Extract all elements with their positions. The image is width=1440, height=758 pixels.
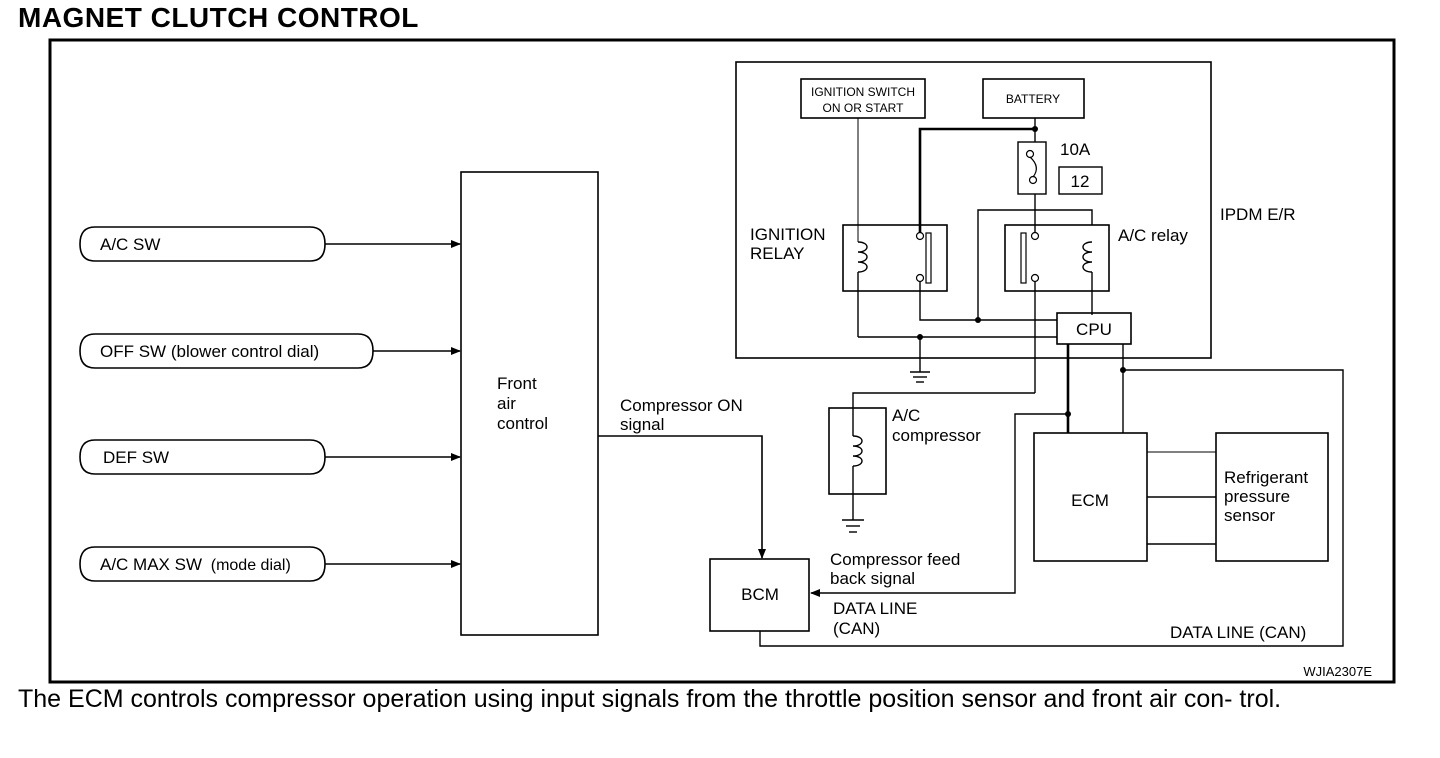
page-title: MAGNET CLUTCH CONTROL [18, 2, 419, 33]
compressor-ground-icon [842, 519, 864, 533]
refrigerant-sensor-line-3: sensor [1224, 506, 1275, 525]
diagram-frame [48, 38, 1396, 684]
ac-relay-box [1004, 224, 1110, 292]
fuse-number-box [1058, 166, 1103, 195]
ipdm-box [735, 61, 1212, 359]
battery-to-ignition-relay-wire [918, 127, 1035, 232]
ac-compressor-line-1: A/C [892, 406, 920, 425]
figure-code: WJIA2307E [1303, 664, 1372, 679]
ipdm-ground-icon [910, 371, 930, 383]
input-ac-sw: A/C SW [79, 226, 326, 262]
ac-relay-coil-icon [1082, 241, 1093, 273]
cpu-label: CPU [1076, 320, 1112, 339]
ignition-switch-box [800, 78, 926, 119]
cpu-box [1056, 312, 1132, 345]
compressor-on-signal-line-2: signal [620, 415, 664, 434]
ignition-switch-line-1: IGNITION SWITCH [811, 85, 915, 99]
ac-max-sw-note: (mode dial) [211, 557, 291, 574]
refrigerant-sensor-line-2: pressure [1224, 487, 1290, 506]
bcm-data-line-1: DATA LINE [833, 599, 917, 618]
fuse-10a [1017, 141, 1047, 195]
front-air-control-line-2: air [497, 394, 516, 413]
ac-compressor-coil-icon [852, 435, 863, 467]
def-sw-label: DEF SW [103, 448, 169, 467]
ac-relay-label: A/C relay [1118, 226, 1188, 245]
input-def-sw: DEF SW [79, 439, 326, 475]
compressor-feedback-line-2: back signal [830, 569, 915, 588]
input-ac-max-sw: A/C MAX SW (mode dial) [79, 546, 326, 582]
front-air-control-box [460, 171, 599, 636]
ignition-relay-line-1: IGNITION [750, 225, 826, 244]
ignition-switch-line-2: ON OR START [823, 101, 905, 115]
ecm-label: ECM [1071, 491, 1109, 510]
ignition-relay-coil-icon [857, 241, 868, 273]
compressor-feedback-line-1: Compressor feed [830, 550, 960, 569]
front-air-control-line-1: Front [497, 374, 537, 393]
fuse-rating: 10A [1060, 140, 1091, 159]
battery-box [982, 78, 1085, 119]
bcm-label: BCM [741, 585, 779, 604]
ignition-relay-box [842, 224, 948, 292]
ac-compressor-line-2: compressor [892, 426, 981, 445]
battery-label: BATTERY [1006, 92, 1060, 106]
input-off-sw: OFF SW (blower control dial) [79, 333, 374, 369]
ipdm-label: IPDM E/R [1220, 205, 1296, 224]
compressor-on-signal-wire [598, 435, 766, 559]
bcm-data-line-2: (CAN) [833, 619, 880, 638]
front-air-control-line-3: control [497, 414, 548, 433]
fuse-number: 12 [1071, 172, 1090, 191]
ac-sw-label: A/C SW [100, 235, 160, 254]
refrigerant-sensor-line-1: Refrigerant [1224, 468, 1308, 487]
ac-max-sw-label: A/C MAX SW [100, 555, 202, 574]
ignition-relay-line-2: RELAY [750, 244, 805, 263]
compressor-feedback-wire [810, 413, 1068, 597]
can-data-line-label: DATA LINE (CAN) [1170, 623, 1306, 642]
can-data-line-wire [759, 369, 1344, 647]
caption: The ECM controls compressor operation us… [18, 685, 1282, 713]
off-sw-label: OFF SW (blower control dial) [100, 342, 319, 361]
ac-compressor-box [828, 407, 887, 495]
svg-text:A/C MAX SW (mode dial): A/C MAX SW (mode dial) [100, 555, 291, 574]
compressor-on-signal-line-1: Compressor ON [620, 396, 743, 415]
